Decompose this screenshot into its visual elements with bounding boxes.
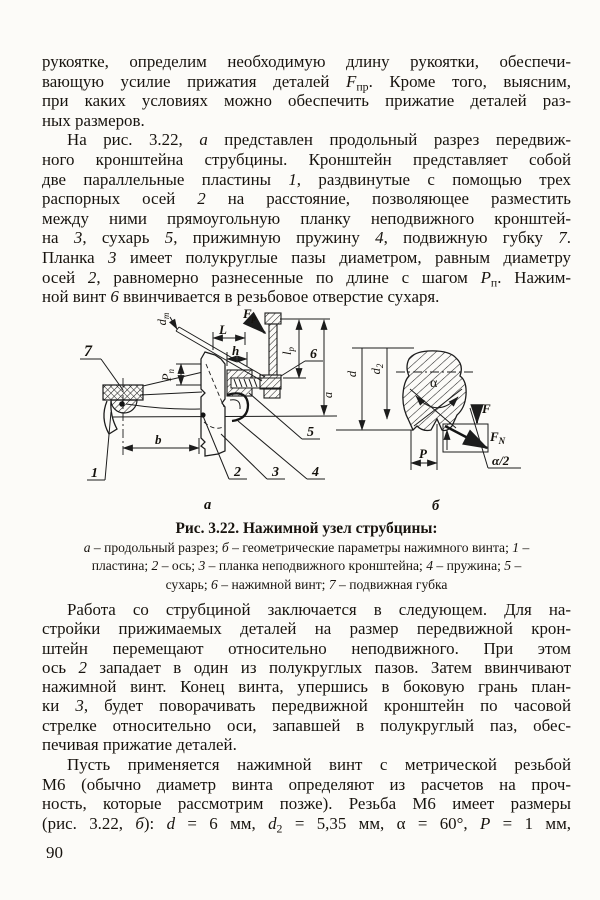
dim-label-a: a <box>321 392 335 398</box>
text-line: Планка 3 имеет полукруглые пазы диаметро… <box>42 247 572 267</box>
text-line: вающую усилие прижатия деталей Fпр. Кром… <box>42 71 571 93</box>
dim-label-alpha: α <box>430 376 438 391</box>
text-line: М6 (обычно диаметр винта определяют из р… <box>42 774 571 794</box>
text-line: На рис. 3.22, а представлен продольный р… <box>67 130 571 150</box>
page-number: 90 <box>46 843 63 862</box>
part-label-1: 1 <box>91 466 98 481</box>
text-line: две параллельные пластины 1, раздвинутые… <box>42 169 571 189</box>
caption-line: сухарь; 6 – нажимной винт; 7 – подвижная… <box>165 576 448 592</box>
part-label-6: 6 <box>310 347 317 362</box>
text-line: ной винт 6 ввинчивается в резьбовое отве… <box>42 287 440 307</box>
text-line: ного кронштейна струбцины. Кронштейн пре… <box>42 149 571 169</box>
text-line: печивая прижатие деталей. <box>42 735 237 755</box>
caption-title: Рис. 3.22. Нажимной узел струбцины: <box>175 520 438 537</box>
caption-line: пластина; 2 – ось; 3 – планка неподвижно… <box>91 558 522 574</box>
figure-panel-b: d d2 α Р F FN α/2 <box>336 347 521 514</box>
text-line: ки 3, будет поворачивать передвижной кро… <box>42 696 572 716</box>
panel-b-sublabel: б <box>432 498 440 514</box>
text-line: штейн перемещают относительно неподвижно… <box>42 638 571 658</box>
text-line: стрелке относительно оси, запавшей в пол… <box>42 715 571 735</box>
jaw-boss <box>110 399 138 414</box>
part-label-5: 5 <box>307 425 314 440</box>
bracket-body <box>200 351 226 457</box>
figure-panel-a: Fр dт L h Рп lр a <box>80 306 338 513</box>
text-line: (рис. 3.22, б): d = 6 мм, d2 = 5,35 мм, … <box>42 813 571 836</box>
dim-label-pp: Рп <box>160 368 176 382</box>
text-line: между ними прямоугольную планку неподвиж… <box>42 208 571 228</box>
text-line: стройки прижимаемых деталей на размер пе… <box>42 619 571 639</box>
dim-label-lp: lр <box>280 347 296 355</box>
panel-a-sublabel: а <box>204 497 211 513</box>
part-label-7: 7 <box>84 343 93 360</box>
dim-label-fp: Fр <box>242 306 257 323</box>
part-label-2: 2 <box>233 465 241 480</box>
text-line: ных размеров. <box>42 110 145 130</box>
text-line: ось 2 западает в один из полукруглых паз… <box>42 657 571 677</box>
text-line: распорных осей 2 на расстояние, позволяю… <box>42 189 571 209</box>
dim-label-h: h <box>232 343 239 358</box>
text-line: при каких условиях можно обеспечить приж… <box>42 91 571 111</box>
force-arrow-fp <box>242 311 267 335</box>
dim-label-dt: dт <box>155 312 171 325</box>
caption-line: а – продольный разрез; б – геометрически… <box>83 540 530 555</box>
part-label-4: 4 <box>311 465 319 480</box>
text-line: Работа со струбциной заключается в следу… <box>67 600 571 619</box>
body-text-top: рукоятке, определим необходимую длину ру… <box>42 52 571 307</box>
text-line: на 3, сухарь 5, прижимную пружину 4, под… <box>42 228 571 248</box>
part-label-3: 3 <box>271 465 279 480</box>
dim-label-b: b <box>155 432 162 447</box>
dim-label-P: Р <box>419 446 428 461</box>
dim-label-f: F <box>481 401 491 416</box>
text-line: рукоятке, определим необходимую длину ру… <box>42 52 571 71</box>
handle-rod <box>175 326 266 382</box>
text-line: ность, которые рассмотрим позже). Резьба… <box>42 794 571 814</box>
figure-caption: Рис. 3.22. Нажимной узел струбцины: а – … <box>42 519 571 594</box>
dim-label-d2: d2 <box>369 363 385 374</box>
screw-column <box>268 323 278 376</box>
dim-label-d: d <box>345 370 359 377</box>
figure-3-22: Fр dт L h Рп lр a <box>80 306 521 514</box>
text-line: осей 2, равномерно разнесенные по длине … <box>42 267 572 289</box>
force-arrow-fn <box>444 424 489 450</box>
body-text-last: Пусть применяется нажимной винт с метрич… <box>42 755 571 836</box>
thread-tooth <box>402 350 467 432</box>
dim-label-alpha-half: α/2 <box>492 453 510 468</box>
body-text-bottom: Работа со струбциной заключается в следу… <box>42 600 571 754</box>
text-line: Пусть применяется нажимной винт с метрич… <box>67 755 571 774</box>
text-line: нажимной винт. Конец винта, упершись в б… <box>42 677 571 697</box>
dim-label-L: L <box>218 322 227 337</box>
dim-label-fn: FN <box>489 429 506 446</box>
